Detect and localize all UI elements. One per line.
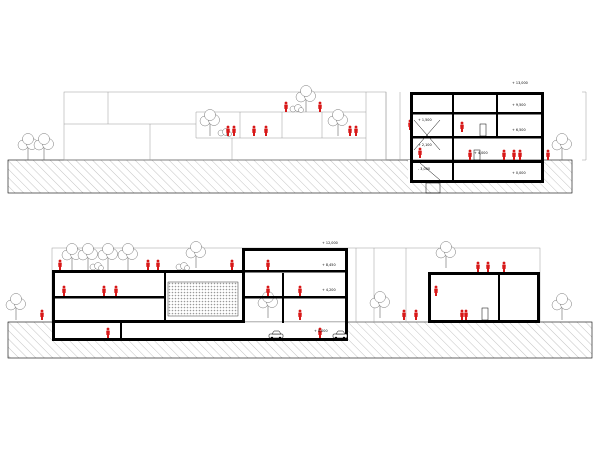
level-label: + 0,000	[314, 329, 328, 333]
level-label: + 0,000	[512, 171, 526, 175]
levels-bottom: + 12,000 + 8,450 + 4,200 + 0,000	[314, 241, 338, 333]
background-facade	[63, 91, 587, 161]
level-label: - 3,000	[418, 167, 430, 171]
level-label: + 13,000	[512, 81, 528, 85]
level-label: + 4,000	[474, 151, 488, 155]
levels-top: + 13,000 + 9,500 + 6,500 + 4,000 + 2,100…	[418, 81, 528, 175]
building-cut-bottom	[52, 248, 540, 341]
level-label: + 2,100	[418, 143, 432, 147]
terrace-trees	[17, 85, 572, 161]
level-label: + 4,200	[322, 288, 336, 292]
level-label: + 1,500	[418, 118, 432, 122]
level-label: + 9,500	[512, 103, 526, 107]
people-top	[226, 101, 550, 160]
level-label: + 8,450	[322, 263, 336, 267]
level-label: + 6,500	[512, 128, 526, 132]
section-top: + 13,000 + 9,500 + 6,500 + 4,000 + 2,100…	[7, 81, 587, 194]
level-label: + 12,000	[322, 241, 338, 245]
perforated-screen	[167, 281, 239, 317]
building-cut-top	[410, 92, 544, 194]
section-bottom: + 12,000 + 8,450 + 4,200 + 0,000	[5, 241, 593, 359]
